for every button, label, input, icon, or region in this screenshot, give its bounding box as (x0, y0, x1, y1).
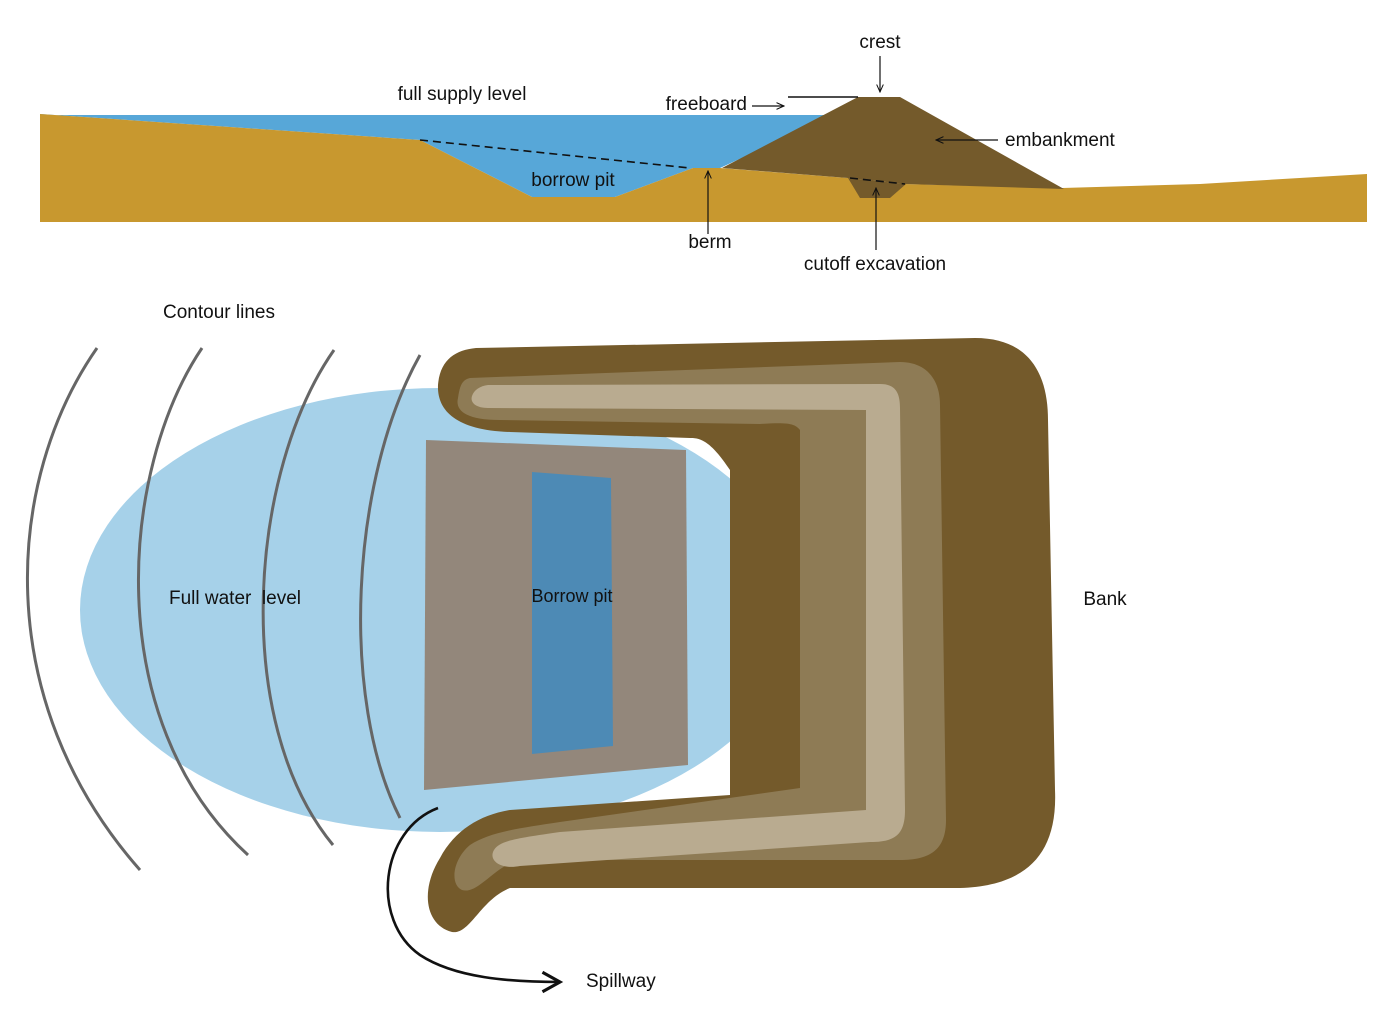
bank-inner (471, 384, 905, 867)
cross-section: crest full supply level freeboard embank… (40, 32, 1367, 275)
embankment-body (722, 97, 1064, 189)
original-ground-line (419, 139, 691, 169)
contour-lines (25, 347, 422, 871)
bank-middle (454, 362, 946, 891)
borrow-pit-plan-label: Borrow pit (531, 586, 612, 606)
embankment-label: embankment (1005, 130, 1116, 151)
full-supply-level-label: full supply level (398, 84, 527, 105)
spillway-arrow (386, 806, 564, 994)
freeboard-label: freeboard (666, 94, 747, 115)
contour-lines-label: Contour lines (163, 302, 275, 323)
crest-label: crest (859, 32, 901, 53)
ground-profile (40, 114, 1367, 222)
borrow-pit-deep (532, 472, 613, 754)
plan-view: Contour lines Borrow pit Full water leve… (25, 302, 1127, 994)
bank-label: Bank (1083, 589, 1127, 610)
berm-label: berm (688, 232, 731, 253)
spillway-label: Spillway (586, 971, 656, 992)
full-water-level-label: Full water level (169, 588, 301, 609)
contour-line-3 (261, 349, 336, 846)
contour-line-2 (136, 347, 250, 857)
cutoff-ground-line (849, 177, 906, 185)
borrow-pit-section-label: borrow pit (531, 170, 615, 191)
contour-line-1 (25, 347, 142, 871)
cutoff-excavation-label: cutoff excavation (804, 254, 946, 275)
contour-line-4 (359, 354, 422, 819)
reservoir-water (40, 114, 835, 197)
